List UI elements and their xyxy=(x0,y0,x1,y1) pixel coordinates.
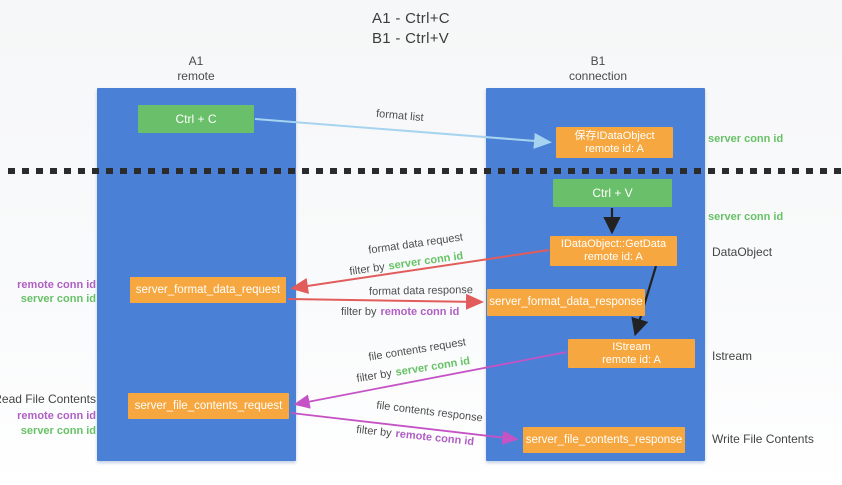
server-file-contents-response-box: server_file_contents_response xyxy=(523,427,685,453)
filter-by-prefix: filter by xyxy=(341,306,377,318)
title-line-b1: B1 - Ctrl+V xyxy=(372,30,450,47)
idataobject-getdata-box: IDataObject::GetData remote id: A xyxy=(550,236,677,266)
column-b-header: B1 connection xyxy=(548,54,648,84)
diagram-title: A1 - Ctrl+C B1 - Ctrl+V xyxy=(372,9,450,49)
idataobject-getdata-line2: remote id: A xyxy=(584,251,643,263)
ctrl-v-box: Ctrl + V xyxy=(553,179,672,207)
arrow-file-contents-request xyxy=(293,351,568,409)
server-file-contents-request-label: server_file_contents_request xyxy=(134,399,283,412)
server-format-data-request-box: server_format_data_request xyxy=(130,277,286,303)
istream-box: IStream remote id: A xyxy=(568,339,695,368)
column-a-header: A1 remote xyxy=(146,54,246,84)
arrow-file-contents-response xyxy=(290,412,519,445)
save-idataobject-line1: 保存IDataObject xyxy=(574,129,655,142)
idataobject-getdata-line1: IDataObject::GetData xyxy=(560,238,667,250)
server-format-data-response-label: server_format_data_response xyxy=(489,296,643,308)
column-a-name: A1 xyxy=(188,54,204,68)
right-dataobject-label: DataObject xyxy=(712,245,773,259)
left-server-conn-id-2: server conn id xyxy=(20,425,96,437)
istream-line1: IStream xyxy=(612,340,651,353)
server-file-contents-response-label: server_file_contents_response xyxy=(525,433,683,446)
left-server-conn-id-1: server conn id xyxy=(20,293,96,305)
right-write-file-contents-label: Write File Contents xyxy=(712,432,814,446)
left-remote-conn-id-1: remote conn id xyxy=(17,279,96,291)
arrow-format-data-request xyxy=(290,249,550,294)
right-server-conn-id-2: server conn id xyxy=(708,211,784,223)
format-data-response-label: format data response xyxy=(368,284,474,298)
arrow-format-list xyxy=(254,118,552,149)
arrow-format-data-response xyxy=(287,293,484,310)
save-idataobject-line2: remote id: A xyxy=(585,142,644,155)
arrow-getdata-to-istream xyxy=(631,265,658,337)
left-read-file-contents-label: Read File Contents xyxy=(0,392,96,406)
ctrl-c-label: Ctrl + C xyxy=(175,112,217,126)
left-remote-conn-id-2: remote conn id xyxy=(17,410,96,422)
server-format-data-request-label: server_format_data_request xyxy=(135,283,281,296)
title-line-a1: A1 - Ctrl+C xyxy=(372,10,450,27)
save-idataobject-box: 保存IDataObject remote id: A xyxy=(556,127,673,158)
server-format-data-response-box: server_format_data_response xyxy=(487,289,645,316)
right-istream-label: Istream xyxy=(712,349,753,363)
column-b-role: connection xyxy=(568,69,628,83)
remote-conn-id-text: remote conn id xyxy=(380,306,460,318)
right-server-conn-id-1: server conn id xyxy=(708,133,784,145)
server-file-contents-request-box: server_file_contents_request xyxy=(128,393,289,419)
ctrl-c-box: Ctrl + C xyxy=(138,105,254,133)
ctrl-v-label: Ctrl + V xyxy=(592,186,633,200)
column-a-role: remote xyxy=(177,69,215,83)
column-b-name: B1 xyxy=(590,54,606,68)
istream-line2: remote id: A xyxy=(602,353,661,366)
